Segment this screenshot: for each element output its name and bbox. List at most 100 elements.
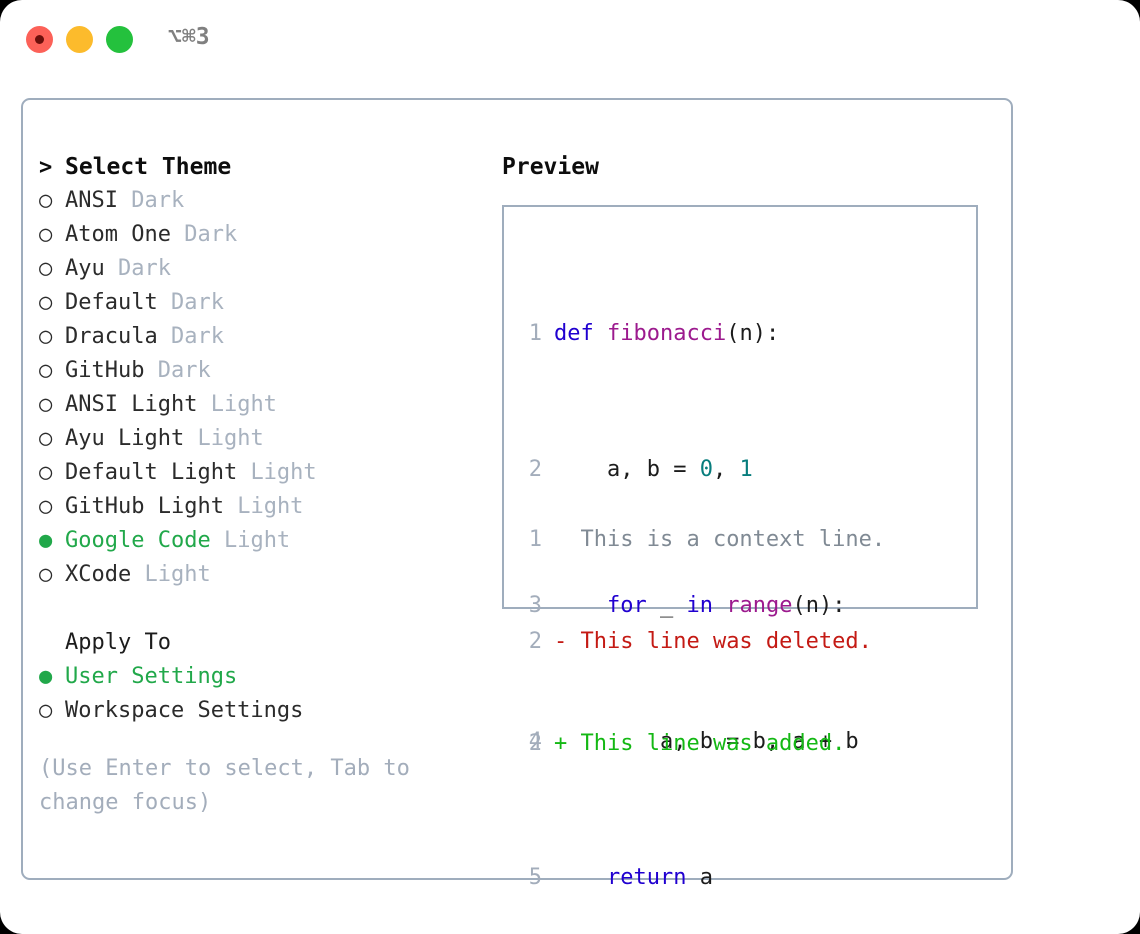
radio-unselected-icon: ○	[39, 256, 53, 281]
theme-list-item[interactable]: ○ Default Dark	[39, 286, 479, 320]
code-line: 3 for _ in range(n):	[516, 589, 859, 623]
theme-list-header: > Select Theme	[39, 150, 479, 184]
theme-list-item[interactable]: ○ GitHub Dark	[39, 354, 479, 388]
token-plain: ,	[712, 457, 740, 482]
apply-to-option-user-settings[interactable]: ● User Settings	[39, 660, 479, 694]
theme-name: XCode	[65, 562, 132, 587]
token-plain	[554, 865, 607, 890]
theme-name: Google Code	[65, 528, 211, 553]
radio-selected-icon: ●	[39, 664, 53, 689]
keyboard-hint-text: (Use Enter to select, Tab to change focu…	[39, 756, 424, 815]
diff-line-removed: 2 - This line was deleted.	[516, 625, 885, 659]
theme-name: Ayu	[65, 256, 105, 281]
theme-variant: Dark	[118, 256, 171, 281]
code-sample: 1 def fibonacci(n): 2 a, b = 0, 1 3 for …	[516, 249, 859, 934]
blank-prefix: ·	[39, 626, 65, 660]
token-plain: _	[646, 593, 687, 618]
token-plain: (n):	[726, 321, 780, 346]
code-line-text: return a	[554, 861, 713, 895]
line-number: 2	[528, 457, 542, 482]
token-keyword: for	[606, 593, 647, 618]
preview-panel: Preview 1 def fibonacci(n): 2 a, b = 0, …	[502, 150, 992, 890]
line-number: 5	[528, 865, 542, 890]
token-keyword: in	[686, 593, 713, 618]
theme-list-panel: > Select Theme ○ ANSI Dark ○ Atom One Da…	[39, 150, 479, 820]
theme-list-item[interactable]: ○ ANSI Dark	[39, 184, 479, 218]
theme-name: ANSI Light	[65, 392, 198, 417]
theme-name: Default	[65, 290, 158, 315]
preview-box: 1 def fibonacci(n): 2 a, b = 0, 1 3 for …	[502, 205, 978, 890]
minimize-button[interactable]	[66, 26, 93, 53]
line-number: 2	[528, 629, 542, 654]
code-line-text: a, b = b, a + b	[554, 725, 859, 759]
code-line-text: a, b = 0, 1	[554, 453, 753, 487]
theme-name: ANSI	[65, 188, 118, 213]
token-plain: a	[686, 865, 713, 890]
theme-variant: Dark	[157, 358, 211, 383]
theme-list-item[interactable]: ○ Default Light Light	[39, 456, 479, 490]
code-line: 1 def fibonacci(n):	[516, 317, 859, 351]
theme-list-header-label: Select Theme	[65, 154, 232, 180]
radio-unselected-icon: ○	[39, 290, 53, 315]
radio-selected-icon: ●	[39, 528, 53, 553]
apply-to-option-workspace-settings[interactable]: ○ Workspace Settings	[39, 694, 479, 728]
apply-to-header-label: Apply To	[65, 630, 171, 655]
keyboard-shortcut-label: ⌥⌘3	[168, 24, 210, 50]
diff-line-added: 2 + This line was added.	[516, 727, 885, 761]
theme-variant: Dark	[170, 324, 224, 349]
theme-name: Atom One	[65, 222, 171, 247]
title-bar: ⌥⌘3	[0, 0, 1140, 78]
theme-list-item[interactable]: ○ Ayu Dark	[39, 252, 479, 286]
token-keyword: return	[606, 865, 687, 890]
token-function: fibonacci	[606, 321, 727, 346]
radio-unselected-icon: ○	[39, 324, 53, 349]
diff-sample: 1 This is a context line. 2 - This line …	[516, 455, 885, 829]
token-plain: (n):	[792, 593, 846, 618]
theme-list-item[interactable]: ○ ANSI Light Light	[39, 388, 479, 422]
radio-unselected-icon: ○	[39, 392, 53, 417]
diff-line-text: This line was added.	[567, 731, 846, 756]
close-button[interactable]	[26, 26, 53, 53]
list-spacer	[39, 592, 479, 626]
code-line: 2 a, b = 0, 1	[516, 453, 859, 487]
radio-unselected-icon: ○	[39, 460, 53, 485]
diff-line-text: This is a context line.	[567, 527, 886, 552]
theme-variant: Dark	[184, 222, 238, 247]
close-icon	[35, 35, 44, 44]
theme-variant: Dark	[131, 188, 185, 213]
theme-variant: Light	[223, 528, 291, 553]
maximize-button[interactable]	[106, 26, 133, 53]
theme-variant: Light	[197, 426, 264, 451]
theme-variant: Dark	[170, 290, 224, 315]
theme-name: Dracula	[65, 324, 158, 349]
token-function: range	[726, 593, 793, 618]
code-line-text: def fibonacci(n):	[554, 317, 779, 351]
theme-list-item[interactable]: ○ Atom One Dark	[39, 218, 479, 252]
diff-line-context: 1 This is a context line.	[516, 523, 885, 557]
theme-list-item[interactable]: ○ Ayu Light Light	[39, 422, 479, 456]
apply-to-option-label: Workspace Settings	[65, 698, 304, 723]
theme-variant: Light	[210, 392, 277, 417]
theme-variant: Light	[144, 562, 211, 587]
radio-unselected-icon: ○	[39, 222, 53, 247]
line-number: 2	[528, 731, 542, 756]
theme-name: GitHub	[65, 358, 145, 383]
code-line: 5 return a	[516, 861, 859, 895]
theme-list-item[interactable]: ○ XCode Light	[39, 558, 479, 592]
theme-list-item[interactable]: ○ Dracula Dark	[39, 320, 479, 354]
line-number: 4	[528, 729, 542, 754]
theme-list-item-selected[interactable]: ● Google Code Light	[39, 524, 479, 558]
code-line: 4 a, b = b, a + b	[516, 725, 859, 759]
token-number: 0	[699, 457, 713, 482]
apply-to-option-label: User Settings	[65, 664, 238, 689]
preview-title: Preview	[502, 154, 599, 180]
token-number: 1	[739, 457, 753, 482]
theme-variant: Light	[250, 460, 317, 485]
theme-list-item[interactable]: ○ GitHub Light Light	[39, 490, 479, 524]
line-number: 1	[528, 321, 542, 346]
radio-unselected-icon: ○	[39, 188, 53, 213]
code-line-text: for _ in range(n):	[554, 589, 845, 623]
line-number: 1	[528, 527, 542, 552]
diff-marker	[554, 523, 567, 557]
